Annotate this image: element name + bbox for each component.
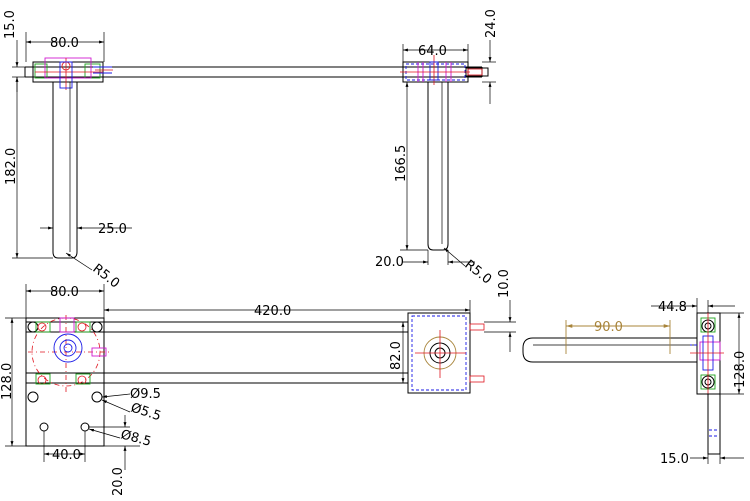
dim-front-80: 80.0 — [50, 285, 79, 300]
front-view — [5, 284, 516, 470]
dim-side-15: 15.0 — [660, 452, 689, 467]
dim-top-left-15: 15.0 — [3, 10, 18, 39]
top-view — [12, 32, 496, 271]
dim-front-40: 40.0 — [52, 448, 81, 463]
dim-front-d55: Ø5.5 — [129, 401, 163, 425]
dim-front-d85: Ø8.5 — [119, 427, 153, 449]
dim-top-left-80: 80.0 — [50, 36, 79, 51]
dim-top-right-24: 24.0 — [484, 9, 499, 38]
dim-front-82: 82.0 — [389, 341, 404, 370]
dim-front-420: 420.0 — [254, 304, 291, 319]
side-view — [522, 298, 744, 464]
dimension-labels: 15.0 80.0 182.0 25.0 R5.0 64.0 24.0 166.… — [0, 9, 748, 496]
dim-front-128: 128.0 — [0, 363, 15, 400]
dim-top-right-64: 64.0 — [418, 44, 447, 59]
dim-side-90: 90.0 — [594, 320, 623, 335]
dim-side-128: 128.0 — [733, 351, 748, 388]
dim-top-right-166: 166.5 — [394, 145, 409, 182]
dim-top-left-r5: R5.0 — [90, 261, 123, 291]
dim-front-10: 10.0 — [497, 269, 512, 298]
dim-front-20: 20.0 — [111, 467, 126, 496]
dim-top-right-20: 20.0 — [375, 255, 404, 270]
dim-front-d95: Ø9.5 — [130, 387, 161, 402]
dim-top-left-25: 25.0 — [98, 222, 127, 237]
dim-top-left-182: 182.0 — [4, 148, 19, 185]
dim-side-448: 44.8 — [658, 300, 687, 315]
dim-top-right-r5: R5.0 — [462, 257, 495, 287]
